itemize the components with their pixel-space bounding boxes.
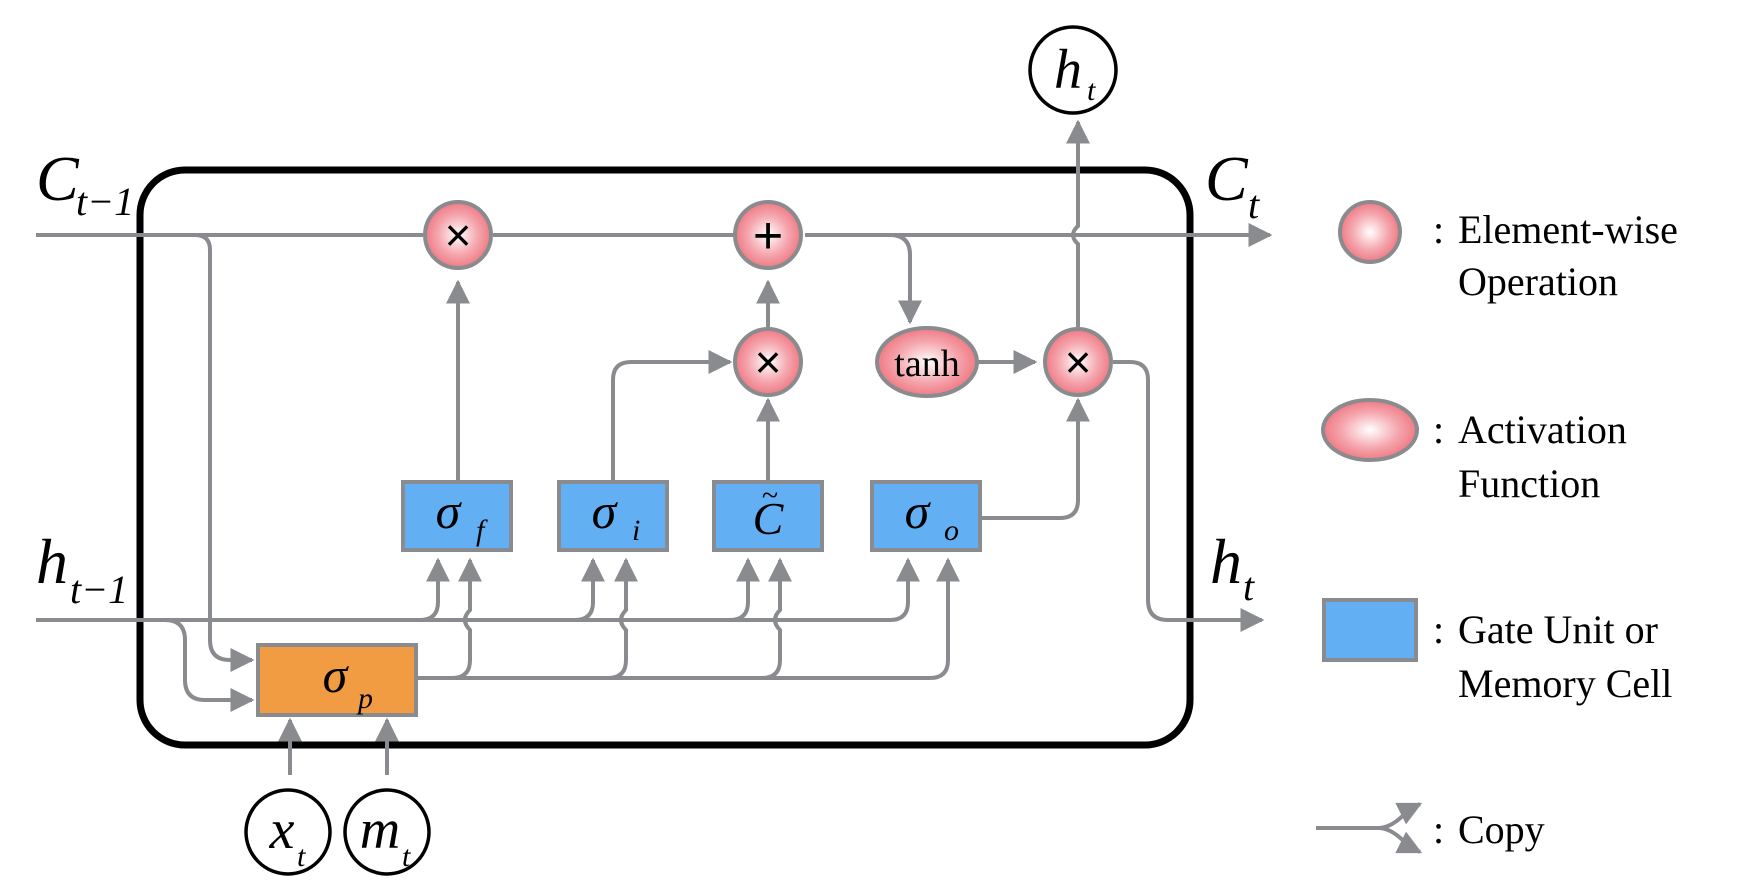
legend-label-line1: Copy [1458, 807, 1545, 852]
legend: : Element-wise Operation : Activation Fu… [1316, 200, 1678, 854]
label-main: m [360, 799, 400, 861]
gate-input: σ i [557, 480, 669, 552]
label-main: h [36, 526, 68, 597]
legend-label-line1: Gate Unit or [1458, 607, 1658, 652]
wire-hprev-to-input [420, 557, 605, 622]
wire-preprocess-to-output [762, 557, 960, 680]
wire-hprev-to-forget [165, 557, 450, 622]
legend-item-copy: : Copy [1316, 802, 1545, 854]
wire-output-mult-to-hout [1066, 119, 1090, 327]
ellipse-activation-icon [1321, 398, 1419, 462]
label-c-next: C t [1205, 143, 1260, 227]
label-main: C [1205, 143, 1249, 214]
legend-item-activation: : Activation Function [1321, 398, 1627, 506]
node-h-out: h t [1028, 25, 1118, 115]
label-main: x [269, 799, 295, 861]
wire-hprev-to-candidate [575, 557, 760, 622]
activation-tanh: tanh [875, 326, 979, 398]
tilde-mark: ~ [762, 479, 778, 512]
label-sub: t−1 [70, 567, 128, 612]
copy-fork-icon [1316, 802, 1423, 854]
legend-item-gate: : Gate Unit or Memory Cell [1322, 598, 1672, 706]
label-c-prev: C t−1 [36, 143, 134, 224]
gate-preprocess: σ p [256, 643, 418, 717]
label-main: h [1054, 39, 1082, 101]
label-sub: t−1 [76, 179, 134, 224]
circle-op-icon [1338, 200, 1402, 264]
wire-hprev-to-preprocess [164, 618, 255, 712]
label-sub: t [402, 840, 411, 873]
node-x-in: x t [244, 788, 332, 876]
cell-border [136, 166, 1194, 749]
wires [36, 119, 1273, 775]
label-sub: t [1087, 74, 1096, 107]
op-input-mult: × [733, 327, 803, 397]
gate-subscript: p [356, 682, 373, 715]
gate-box-icon [1322, 598, 1418, 662]
op-forget-mult: × [423, 200, 493, 270]
legend-label-line1: Element-wise [1458, 207, 1678, 252]
wire-output-mult-to-hnext [1113, 360, 1265, 632]
plus-icon: + [753, 207, 783, 265]
wire-hprev-to-output [730, 557, 920, 622]
gate-symbol: σ [436, 483, 463, 539]
legend-label-line1: Activation [1458, 407, 1627, 452]
legend-label-line2: Function [1458, 461, 1600, 506]
legend-colon: : [1433, 207, 1444, 252]
times-icon: × [1065, 336, 1092, 388]
node-m-in: m t [343, 788, 431, 876]
wire-c-to-tanh [889, 233, 922, 325]
label-h-prev: h t−1 [36, 526, 128, 612]
legend-label-line2: Operation [1458, 259, 1618, 304]
wire-input-gate-to-mult [611, 350, 733, 482]
op-cell-add: + [733, 200, 803, 270]
label-main: h [1210, 526, 1242, 597]
gate-symbol: σ [323, 647, 350, 703]
gate-subscript: i [632, 514, 640, 547]
gate-symbol: σ [905, 483, 932, 539]
gate-output: σ o [870, 480, 982, 552]
legend-colon: : [1433, 807, 1444, 852]
gate-forget: σ f [401, 480, 513, 552]
wire-output-gate-to-mult [982, 397, 1090, 520]
op-output-mult: × [1043, 327, 1113, 397]
label-h-next: h t [1210, 526, 1255, 609]
times-icon: × [445, 209, 472, 261]
gate-subscript: o [944, 514, 959, 547]
legend-colon: : [1433, 407, 1444, 452]
gate-symbol: σ [592, 483, 619, 539]
times-icon: × [755, 336, 782, 388]
tanh-label: tanh [894, 343, 959, 385]
legend-item-element-wise: : Element-wise Operation [1338, 200, 1678, 304]
gate-symbol: C [753, 493, 785, 544]
label-sub: t [1248, 182, 1260, 227]
label-sub: t [297, 840, 306, 873]
gate-candidate: C ~ [712, 479, 824, 552]
label-main: C [36, 143, 80, 214]
label-sub: t [1243, 564, 1255, 609]
legend-label-line2: Memory Cell [1458, 661, 1672, 706]
legend-colon: : [1433, 607, 1444, 652]
wire-cprev-to-preprocess [194, 233, 255, 672]
